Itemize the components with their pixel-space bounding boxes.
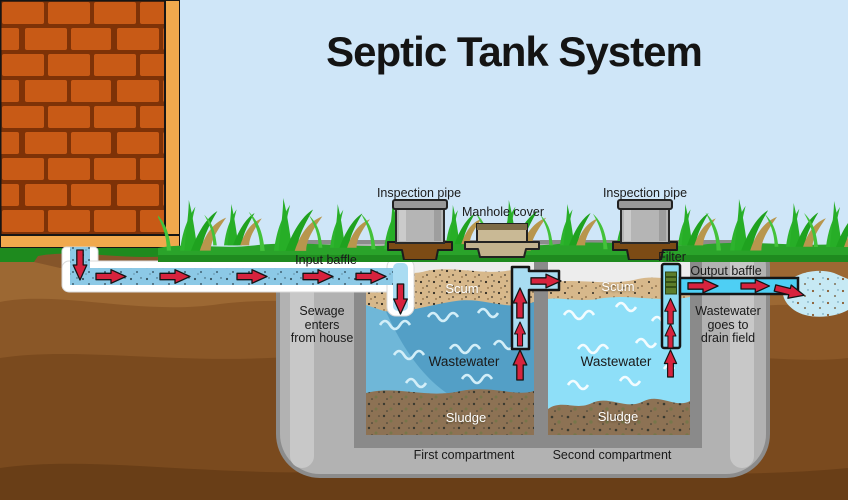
inspection-pipe-left	[387, 199, 453, 260]
flow-arrow-icon	[512, 349, 528, 381]
manhole-cover	[464, 223, 540, 258]
label-sludge-first: Sludge	[445, 410, 487, 425]
water-squiggles	[378, 307, 516, 389]
label-wastewater-first: Wastewater	[428, 354, 500, 369]
note-sewage-enters: Sewage enters from house	[290, 304, 354, 345]
label-scum-second: Scum	[601, 279, 635, 294]
inspection-pipe-right	[612, 199, 678, 260]
diagram-title: Septic Tank System	[326, 28, 703, 75]
label-filter: Filter	[658, 250, 686, 264]
label-wastewater-second: Wastewater	[580, 354, 652, 369]
label-inspection-pipe-left: Inspection pipe	[376, 186, 462, 200]
second-compartment	[548, 257, 690, 435]
first-compartment	[366, 257, 534, 435]
caption-first-compartment: First compartment	[413, 448, 515, 462]
note-drain-field: Wastewater goes to drain field	[695, 304, 761, 345]
flow-arrow-icon	[663, 349, 678, 378]
label-manhole-cover: Manhole cover	[462, 205, 544, 219]
brick-house-wall	[0, 0, 180, 248]
label-inspection-pipe-right: Inspection pipe	[602, 186, 688, 200]
effluent-filter	[665, 271, 677, 295]
label-scum-first: Scum	[445, 281, 479, 296]
label-input-baffle: Input baffle	[295, 253, 357, 267]
caption-second-compartment: Second compartment	[552, 448, 672, 462]
label-sludge-second: Sludge	[597, 409, 639, 424]
label-output-baffle: Output baffle	[690, 264, 762, 278]
